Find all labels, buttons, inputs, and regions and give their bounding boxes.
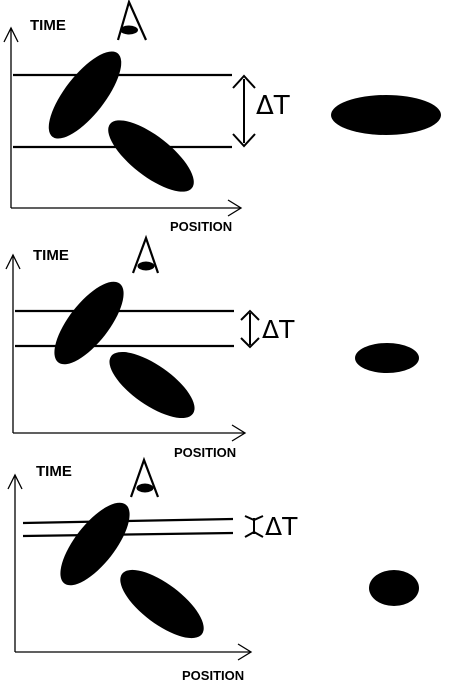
eye-icon [129, 456, 160, 498]
panel-2-delta-label: ΔT [262, 315, 295, 344]
panel-3-time-label: TIME [36, 463, 72, 480]
panel-1: TIME POSITION ΔT [3, 0, 441, 234]
panel-2-time-label: TIME [33, 247, 69, 264]
eye-icon [116, 0, 148, 41]
panel-3-blob-upper [60, 502, 130, 586]
panel-3-blob-lower [120, 569, 204, 639]
eye-icon [131, 234, 160, 274]
panel-3-result-blob [369, 570, 419, 606]
panel-3: TIME POSITION ΔT [7, 456, 419, 683]
panel-2-blob-lower [109, 351, 195, 419]
panel-1-time-label: TIME [30, 17, 66, 34]
panel-1-result-blob [331, 95, 441, 135]
panel-2-blob-upper [54, 281, 124, 365]
panel-2: TIME POSITION ΔT [5, 234, 419, 460]
panel-3-time-line-lower [22, 531, 234, 538]
panel-1-blob-lower [108, 120, 194, 192]
panel-3-position-label: POSITION [182, 668, 244, 683]
panel-3-delta-label: ΔT [265, 512, 298, 541]
panel-2-position-label: POSITION [174, 445, 236, 460]
panel-2-result-blob [355, 343, 419, 373]
panel-1-blob-upper [48, 51, 122, 139]
panel-1-position-label: POSITION [170, 219, 232, 234]
panel-1-delta-label: ΔT [256, 91, 290, 121]
